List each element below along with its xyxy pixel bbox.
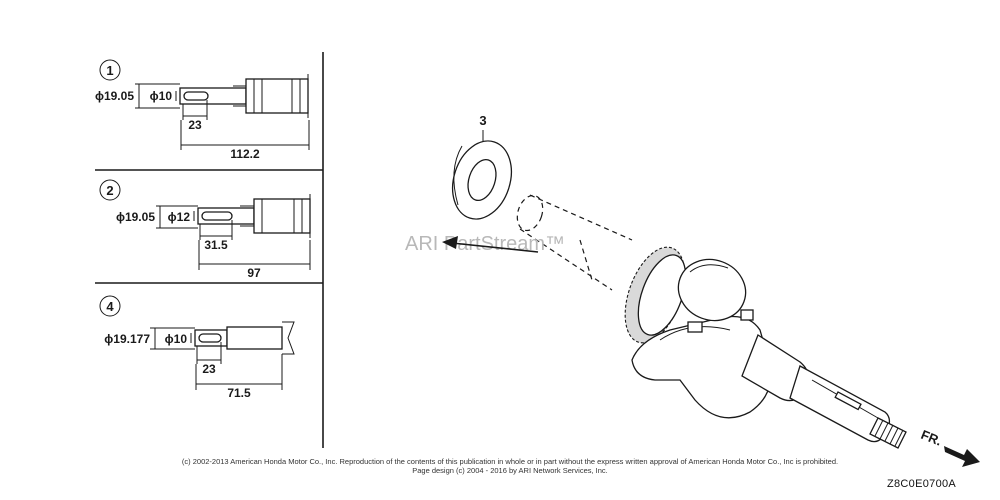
copyright-line-1: (c) 2002-2013 American Honda Motor Co., …: [181, 457, 839, 466]
crank-pin: [677, 258, 747, 322]
variant-1-id: 1: [106, 63, 113, 78]
assembly-arrow: [442, 236, 539, 253]
variant-2-total-length: 97: [247, 266, 261, 280]
copyright-notice: (c) 2002-2013 American Honda Motor Co., …: [100, 457, 920, 475]
variant-2-shaft-end: [197, 194, 311, 238]
variant-1-inner-dia: ϕ10: [150, 89, 173, 103]
variant-1: 1 ϕ19.05 ϕ10 23 112.2: [95, 59, 310, 161]
variant-4-inner-dia: ϕ10: [165, 332, 188, 346]
variant-4-total-length: 71.5: [227, 386, 251, 400]
variant-4-outer-dia: ϕ19.177: [104, 332, 150, 346]
variant-2: 2 ϕ19.05 ϕ12 31.5 97: [99, 179, 311, 280]
front-direction-arrow-icon: [944, 446, 980, 467]
variant-4: 4 ϕ19.177 ϕ10 23 71.5: [99, 295, 295, 400]
variant-1-id-circle: [99, 59, 121, 81]
sleeve-dashed-outline: [516, 194, 633, 291]
copyright-line-2: Page design (c) 2004 - 2016 by ARI Netwo…: [412, 466, 608, 475]
variant-4-id-circle: [99, 295, 121, 317]
variant-1-key-length: 23: [188, 118, 202, 132]
drawing-code: Z8C0E0700A: [887, 478, 957, 490]
variant-1-outer-dia: ϕ19.05: [95, 89, 134, 103]
threaded-end: [869, 417, 907, 449]
crankshaft: [624, 246, 907, 449]
variant-4-id: 4: [106, 299, 114, 314]
variant-1-shaft-end: [179, 74, 309, 118]
callout-3-label: 3: [479, 113, 486, 128]
variant-2-inner-dia: ϕ12: [168, 210, 191, 224]
washer-part-3: [451, 140, 513, 220]
variant-2-key-length: 31.5: [204, 238, 228, 252]
variant-2-id-circle: [99, 179, 121, 201]
front-direction-label: FR.: [919, 427, 944, 449]
variant-2-id: 2: [106, 183, 113, 198]
variant-4-key-length: 23: [202, 362, 216, 376]
counterweight: [631, 315, 772, 419]
watermark: ARI PartStream™: [405, 233, 565, 255]
variant-4-shaft-end: [194, 321, 295, 355]
variant-2-outer-dia: ϕ19.05: [116, 210, 155, 224]
front-direction-indicator: FR.: [919, 427, 980, 467]
variant-1-total-length: 112.2: [230, 147, 260, 161]
